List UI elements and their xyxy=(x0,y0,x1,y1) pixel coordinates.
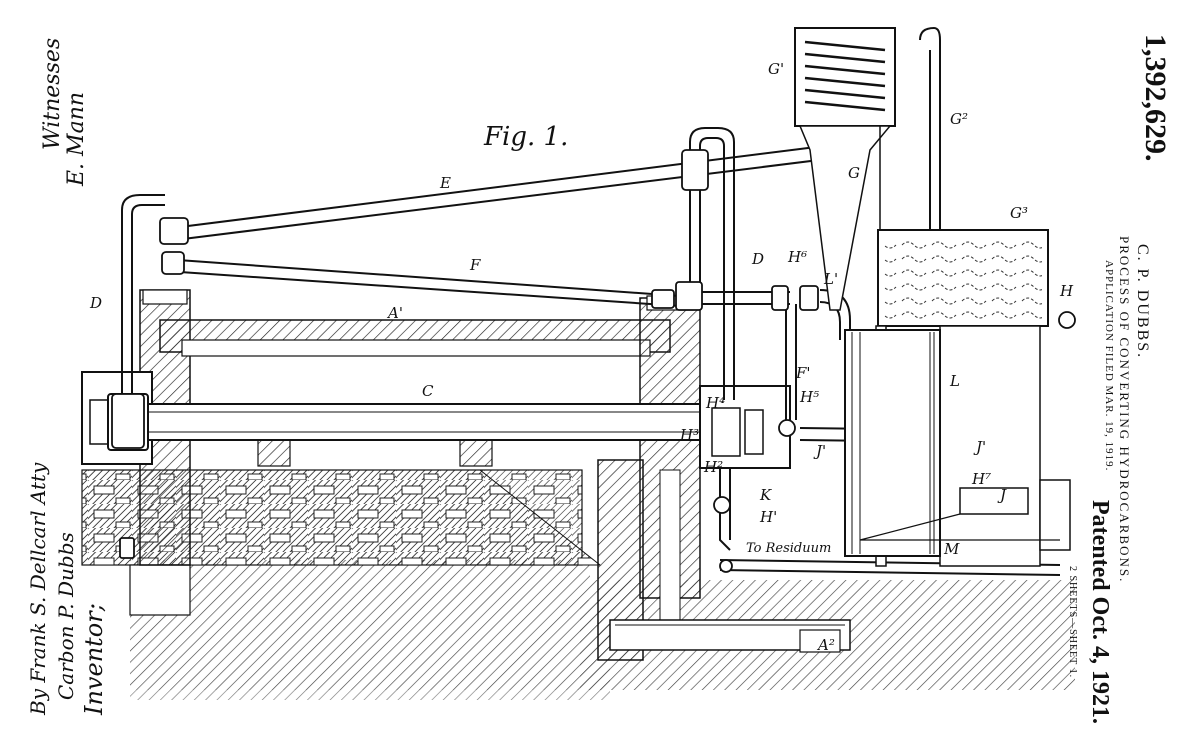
label-m: M xyxy=(944,540,960,558)
label-j: J xyxy=(1000,486,1007,504)
label-j1: J' xyxy=(976,438,987,456)
label-e: E xyxy=(440,174,451,192)
label-g1: G' xyxy=(768,60,785,78)
label-d-left: D xyxy=(90,294,103,312)
label-h7: H⁷ xyxy=(972,470,992,488)
label-j1b: J' xyxy=(816,442,827,460)
witness-signature: E. Mann xyxy=(64,91,89,186)
patent-title: PROCESS OF CONVERTING HYDROCARBONS. xyxy=(1117,236,1132,584)
attorney-signature: By Frank S. Dellcarl Atty xyxy=(26,462,50,715)
receiving-tank xyxy=(875,229,1071,567)
label-h2: H² xyxy=(704,458,724,476)
label-h4: H⁴ xyxy=(706,394,726,412)
label-g2: G² xyxy=(950,110,968,128)
label-k: K xyxy=(760,486,772,504)
label-c: C xyxy=(422,382,434,400)
label-h3: H³ xyxy=(680,426,700,444)
label-a1: A' xyxy=(388,304,403,322)
residuum-tank xyxy=(859,487,1060,541)
label-g3: G³ xyxy=(1010,204,1028,222)
label-f: F xyxy=(470,256,481,274)
application-filed: APPLICATION FILED MAR. 19, 1919. xyxy=(1103,260,1115,472)
label-h: H xyxy=(1060,282,1074,300)
label-h5: H⁵ xyxy=(800,388,820,406)
label-f1: F' xyxy=(796,364,811,382)
inventor-signature: Carbon P. Dubbs xyxy=(54,532,78,700)
witnesses-label: Witnesses xyxy=(40,37,65,150)
label-d-right: D xyxy=(752,250,765,268)
inventor-label: Inventor; xyxy=(80,603,108,715)
ground-hatching xyxy=(130,560,1075,700)
label-l: L xyxy=(950,372,960,390)
vapor-drum xyxy=(844,329,941,557)
label-h6: H⁶ xyxy=(788,248,808,266)
label-a2: A² xyxy=(818,636,835,654)
inventor-name: C. P. DUBBS. xyxy=(1134,244,1151,360)
patent-number: 1,392,629. xyxy=(1139,34,1172,162)
label-l1: L' xyxy=(824,270,839,288)
label-h1: H' xyxy=(760,508,778,526)
label-g: G xyxy=(848,164,860,182)
sheet-count: 2 SHEETS—SHEET 1. xyxy=(1067,566,1078,679)
patented-date: Patented Oct. 4, 1921. xyxy=(1087,500,1113,724)
condenser-coil xyxy=(794,27,896,311)
figure-label: Fig. 1. xyxy=(484,122,569,152)
residuum-label: To Residuum xyxy=(746,541,832,556)
